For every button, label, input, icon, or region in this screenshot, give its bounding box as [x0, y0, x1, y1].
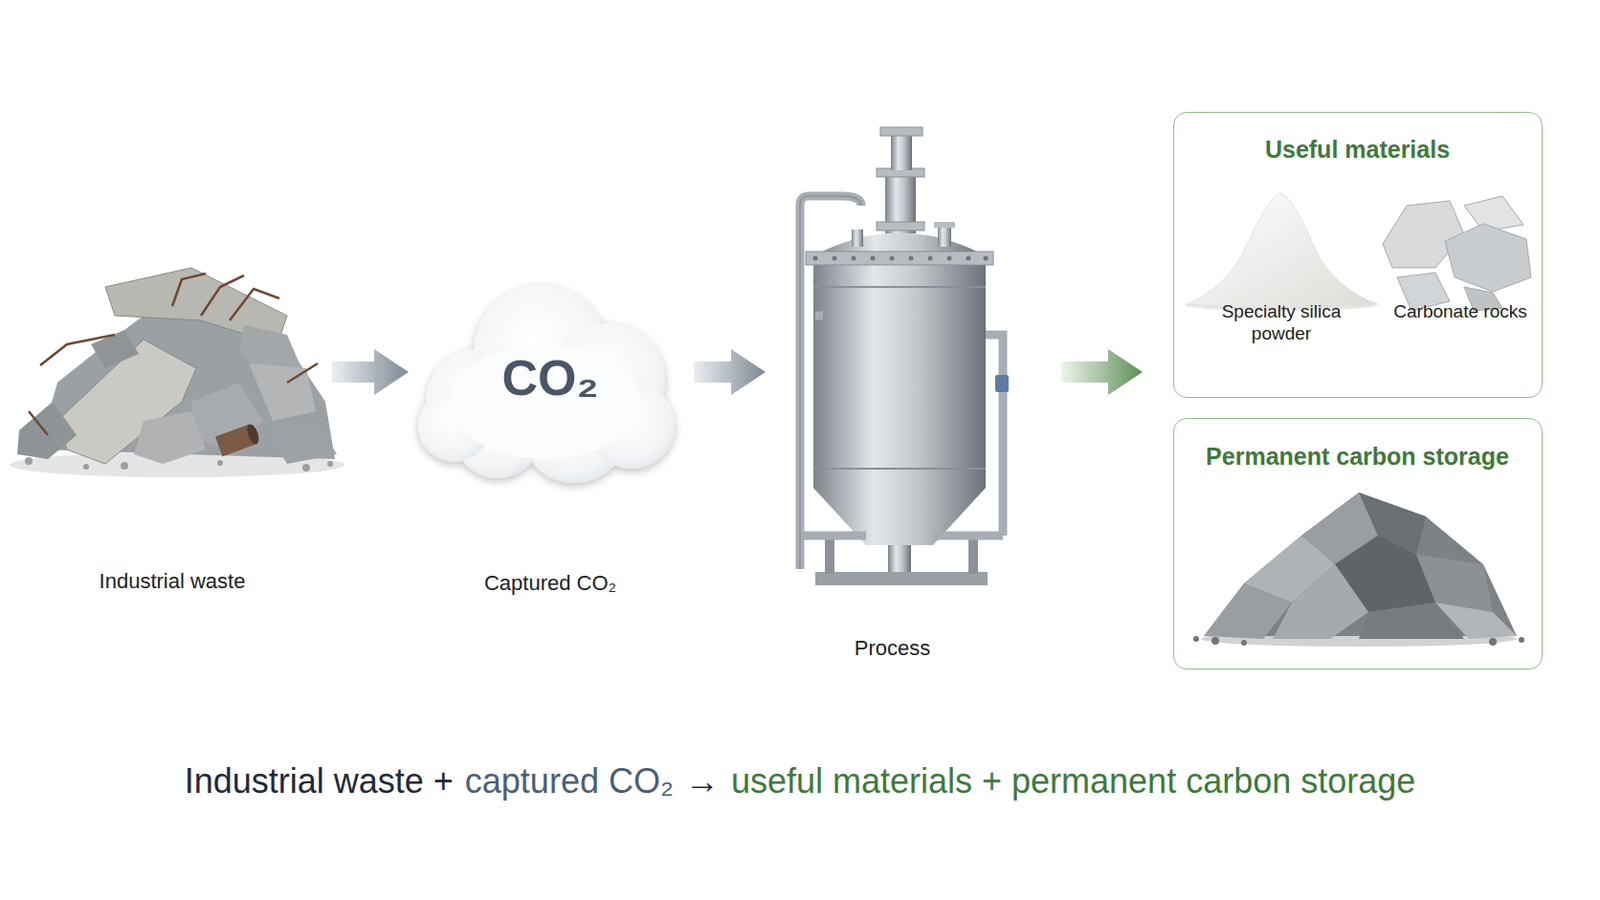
- silica-powder: [1184, 193, 1378, 312]
- flow-arrow: [332, 349, 409, 396]
- carbon-storage-rocks: [1193, 492, 1525, 647]
- output-box: Useful materialsSpecialty silica powder C…: [1173, 111, 1543, 399]
- figure-label: Process: [770, 636, 1015, 662]
- cloud-text: CO₂: [421, 348, 680, 408]
- item-label: Specialty silica powder: [1195, 301, 1368, 346]
- process-figure: Process: [770, 114, 1015, 670]
- equation-line: Industrial waste + captured CO₂ → useful ma…: [0, 761, 1600, 802]
- box-heading: Useful materials: [1174, 134, 1541, 164]
- figure-label: Captured CO₂: [421, 571, 680, 597]
- rubble-pile: [9, 267, 345, 478]
- equation-term: Industrial waste +: [184, 761, 454, 801]
- item-label: Carbonate rocks: [1393, 301, 1528, 324]
- flow-arrow: [693, 349, 766, 396]
- equation-term: useful materials + permanent carbon stor…: [731, 761, 1416, 801]
- output-box: Permanent carbon storage: [1173, 418, 1543, 670]
- waste-figure: Industrial waste: [14, 258, 331, 603]
- figure-label: Industrial waste: [14, 569, 331, 595]
- equation-arrow: →: [685, 761, 720, 801]
- process-vessel: [800, 127, 1009, 586]
- flow-arrow: [1061, 349, 1143, 396]
- equation-term: captured CO₂: [465, 761, 674, 801]
- box-heading: Permanent carbon storage: [1174, 442, 1541, 471]
- co2-cloud-node: CO₂ Captured CO₂: [421, 267, 680, 604]
- carbonate-rocks: [1382, 196, 1532, 312]
